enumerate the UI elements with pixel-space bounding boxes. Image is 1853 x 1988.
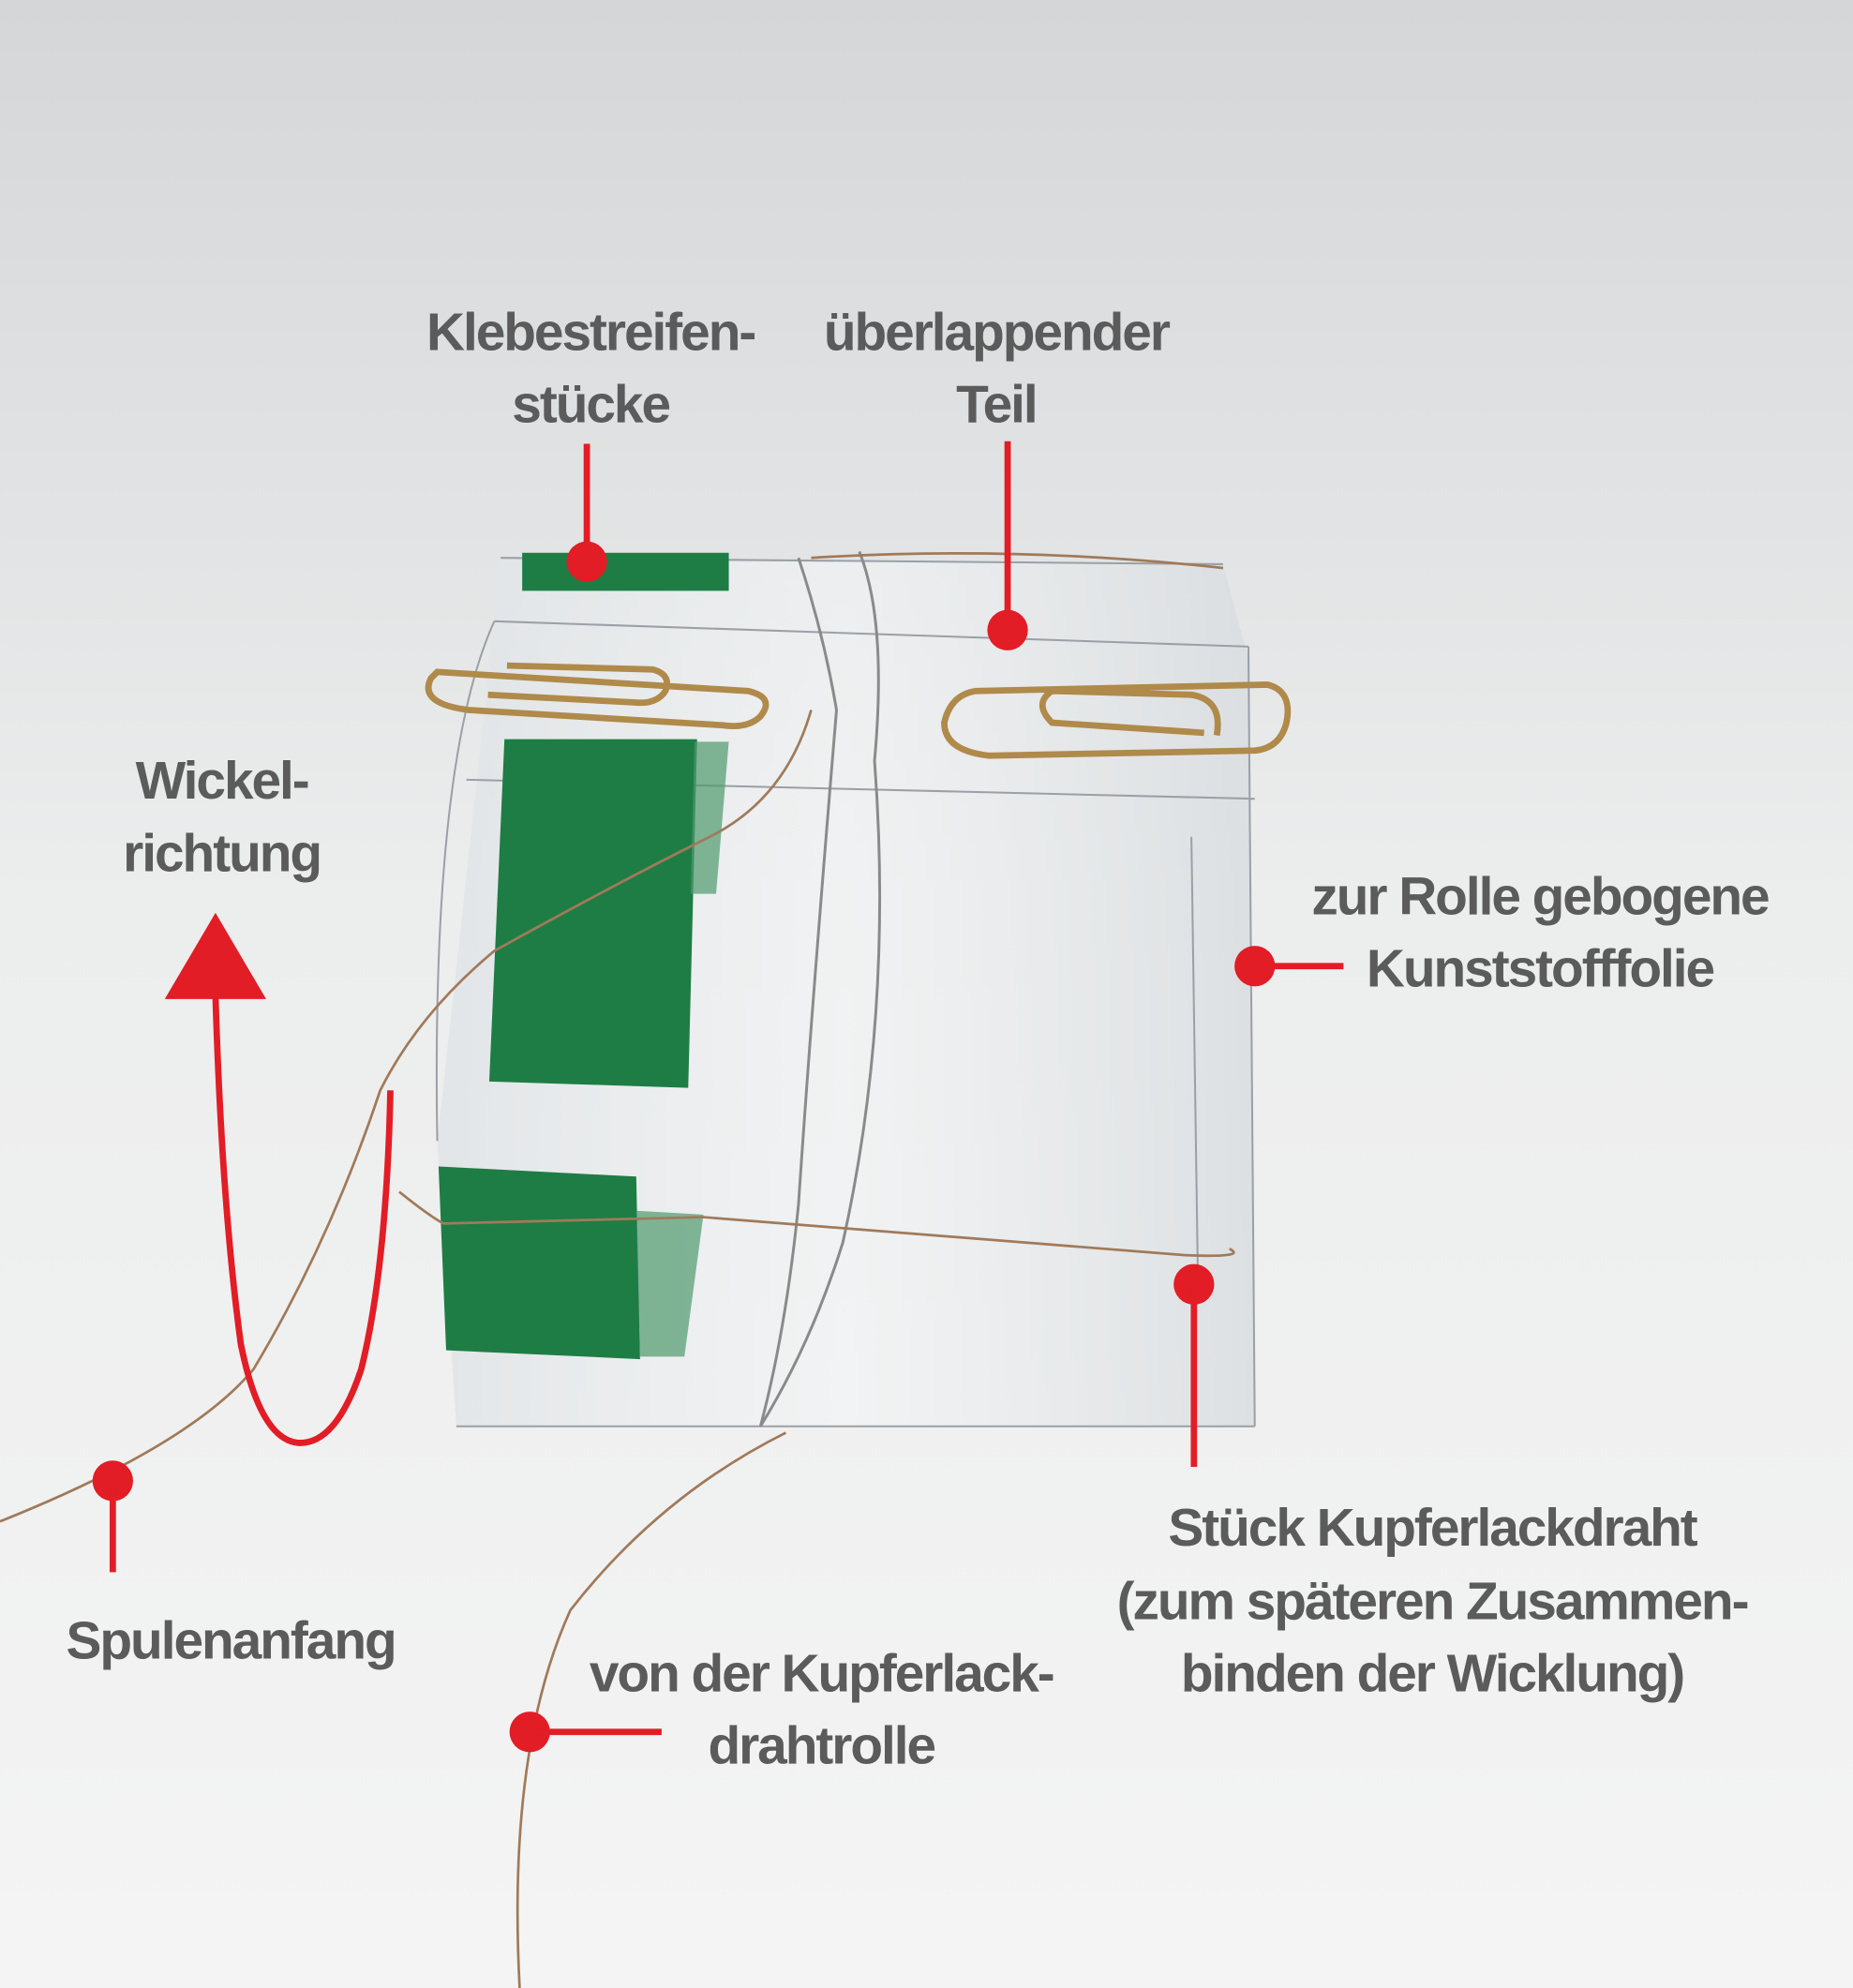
paper-clip-right bbox=[941, 681, 1292, 759]
label-tape-pieces-line1: Klebestreifen- bbox=[426, 303, 755, 362]
label-wire-line1: Stück Kupferlackdraht bbox=[1168, 1499, 1697, 1558]
label-winding-line2: richtung bbox=[123, 824, 321, 883]
svg-text:von der Kupferlack-drahtrolle: von der Kupferlack-drahtrolle bbox=[590, 1644, 1054, 1775]
label-coil-start: Spulenanfang bbox=[67, 1611, 396, 1670]
label-wire-line3: binden der Wicklung) bbox=[1181, 1644, 1683, 1703]
arrow-up-icon bbox=[164, 912, 266, 999]
label-tape-pieces-line2: stücke bbox=[512, 375, 669, 434]
annotation-coil-start: Spulenanfang bbox=[67, 1460, 397, 1670]
label-reel-line1: von der Kupferlack- bbox=[590, 1644, 1054, 1703]
label-winding-line1: Wickel- bbox=[136, 752, 308, 811]
annotation-wire-piece: Stück Kupferlackdraht (zum späteren Zusam… bbox=[1117, 1263, 1750, 1704]
label-film-line2: Kunststofffolie bbox=[1367, 939, 1714, 998]
label-film-line1: zur Rolle gebogene bbox=[1311, 867, 1769, 926]
paper-clip-left bbox=[425, 662, 770, 730]
svg-text:Wickel-richtung: Wickel-richtung bbox=[123, 752, 321, 883]
label-wire-line2: (zum späteren Zusammen- bbox=[1117, 1572, 1748, 1631]
label-overlap-line1: überlappender bbox=[824, 303, 1171, 362]
svg-text:Spulenanfang: Spulenanfang bbox=[67, 1611, 396, 1670]
label-reel-line2: drahtrolle bbox=[708, 1717, 934, 1776]
annotation-from-wire-reel: von der Kupferlack-drahtrolle bbox=[509, 1644, 1055, 1776]
tape-pieces bbox=[438, 552, 729, 1360]
svg-text:Stück Kupferlackdraht(zum spät: Stück Kupferlackdraht (zum späteren Zusam… bbox=[1117, 1499, 1748, 1704]
svg-text:Klebestreifen-stücke: Klebestreifen-stücke bbox=[426, 303, 755, 434]
annotation-winding-direction: Wickel-richtung bbox=[123, 752, 394, 1446]
label-overlap-line2: Teil bbox=[956, 375, 1037, 434]
annotation-tape-pieces: Klebestreifen-stücke bbox=[426, 303, 756, 582]
copper-wires bbox=[0, 550, 1235, 1988]
